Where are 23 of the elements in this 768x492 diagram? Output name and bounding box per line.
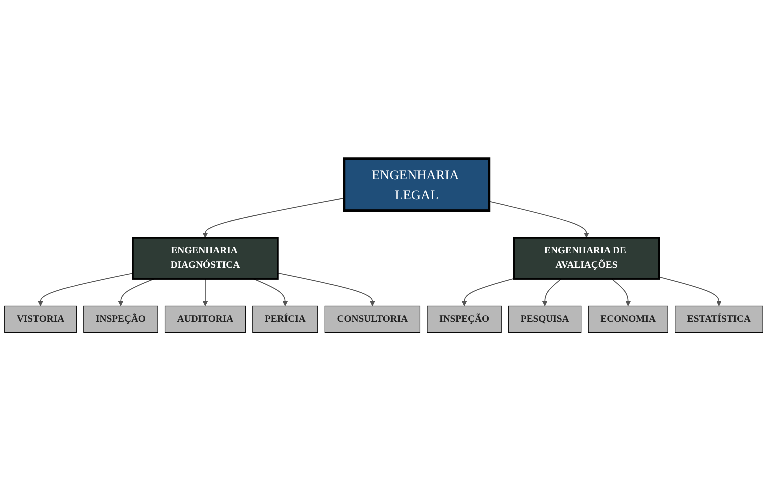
- arrow: [118, 278, 156, 307]
- arrow: [253, 278, 288, 307]
- arrow: [658, 276, 722, 307]
- arrow: [488, 201, 590, 238]
- node-box: PERÍCIA: [252, 306, 318, 334]
- node-box: INSPEÇÃO: [427, 306, 502, 334]
- arrow: [542, 278, 562, 307]
- node-box: CONSULTORIA: [324, 306, 421, 334]
- node-box: ECONOMIA: [588, 306, 668, 334]
- arrow: [202, 198, 345, 238]
- node-box: INSPEÇÃO: [84, 306, 158, 334]
- arrow: [38, 273, 134, 307]
- node-box: ENGENHARIA DE AVALIAÇÕES: [513, 237, 660, 280]
- node-box: ENGENHARIA DIAGNÓSTICA: [132, 237, 279, 280]
- node-box: ENGENHARIA LEGAL: [343, 158, 491, 212]
- arrow: [462, 278, 515, 307]
- node-box: AUDITORIA: [165, 306, 246, 334]
- node-box: VISTORIA: [4, 306, 77, 334]
- node-box: PESQUISA: [508, 306, 582, 334]
- arrow: [611, 278, 632, 307]
- node-box: ESTATÍSTICA: [675, 306, 764, 334]
- arrow: [202, 278, 208, 307]
- arrow: [278, 273, 376, 307]
